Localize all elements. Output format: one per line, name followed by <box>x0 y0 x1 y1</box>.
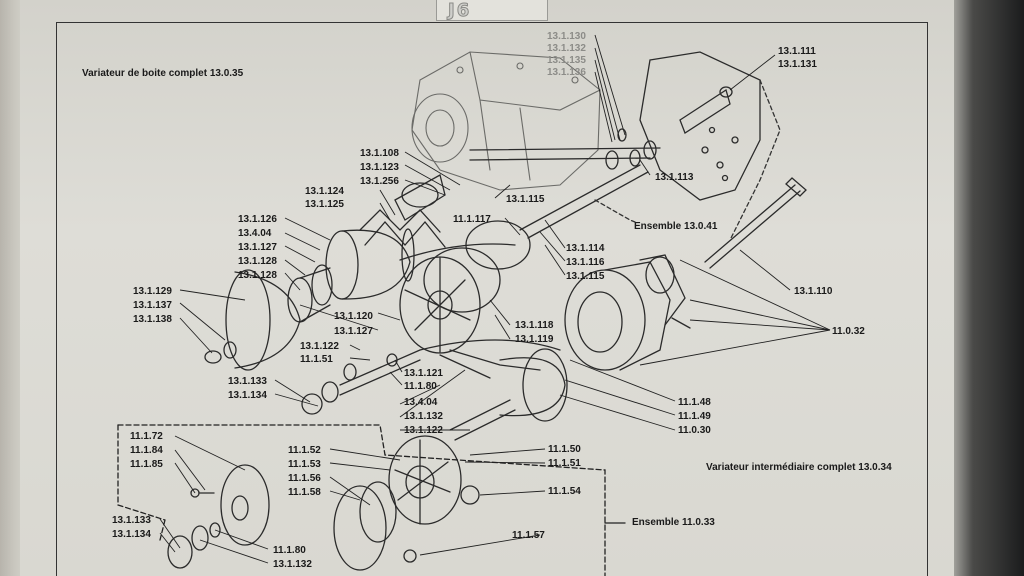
part-label: 11.1.84 <box>130 445 163 456</box>
title-ensemble-41: Ensemble 13.0.41 <box>634 221 718 232</box>
part-label: 13.1.110 <box>794 286 833 297</box>
title-variateur-intermediaire: Variateur intermédiaire complet 13.0.34 <box>706 462 892 473</box>
part-label: 13.1.126 <box>238 214 277 225</box>
part-label: 11.1.80 <box>273 545 306 556</box>
part-label: 13.1.133 <box>228 376 267 387</box>
part-label: 13.1.122 <box>300 341 339 352</box>
part-label: 11.1.50 <box>548 444 581 455</box>
part-label: 13.1.131 <box>778 59 817 70</box>
part-label: 13.1.128 <box>238 256 277 267</box>
small-parts <box>204 341 421 415</box>
part-label: 13.1.256 <box>360 176 399 187</box>
part-label: 13.1.135 <box>547 55 586 66</box>
diagram-frame <box>56 22 928 576</box>
part-label: 11.1.52 <box>288 445 321 456</box>
part-label: 13.1.134 <box>228 390 267 401</box>
part-label: 13.1.137 <box>133 300 172 311</box>
part-label: 13.1.123 <box>360 162 399 173</box>
part-label: 11.0.32 <box>832 326 865 337</box>
part-label: 11.1.56 <box>288 473 321 484</box>
brand-logo: J6 <box>447 0 472 22</box>
part-label: 13.1.115 <box>566 271 605 282</box>
right-housing <box>564 254 691 371</box>
part-label: 11.1.80 <box>404 381 437 392</box>
part-label: 13.1.132 <box>404 411 443 422</box>
part-label: 13.1.129 <box>133 286 172 297</box>
part-label: 13.1.130 <box>547 31 586 42</box>
part-label: 11.1.53 <box>288 459 321 470</box>
part-label: 13.4.04 <box>404 397 438 408</box>
center-pulleys <box>399 220 561 379</box>
part-label: 13.1.118 <box>515 320 554 331</box>
part-label: 13.1.136 <box>547 67 586 78</box>
part-label: 13.1.132 <box>547 43 586 54</box>
part-label: 13.1.121 <box>404 368 443 379</box>
part-label: 11.1.117 <box>453 214 491 225</box>
title-variateur-boite: Variateur de boite complet 13.0.35 <box>82 68 244 79</box>
part-label: 11.1.51 <box>300 354 333 365</box>
part-label: 13.4.04 <box>238 228 272 239</box>
lower-variator <box>167 348 568 571</box>
part-label: 13.1.128 <box>238 270 277 281</box>
part-label: 13.1.127 <box>238 242 277 253</box>
part-label: 11.1.48 <box>678 397 711 408</box>
part-label: 13.1.116 <box>566 257 605 268</box>
left-pulley <box>225 228 415 371</box>
part-label: 13.1.138 <box>133 314 172 325</box>
part-label: 13.1.115 <box>506 194 545 205</box>
part-label: 13.1.133 <box>112 515 151 526</box>
mounting-plate <box>639 51 761 201</box>
part-label: 13.1.113 <box>655 172 694 183</box>
part-label: 11.1.58 <box>288 487 321 498</box>
part-label: 11.1.57 <box>512 530 545 541</box>
part-label: 11.0.30 <box>678 425 711 436</box>
part-label: 13.1.119 <box>515 334 554 345</box>
part-label: 11.1.51 <box>548 458 581 469</box>
part-label: 13.1.114 <box>566 243 605 254</box>
paper-sheet <box>20 0 954 576</box>
part-label: 13.1.134 <box>112 529 151 540</box>
upper-shaft <box>469 128 661 239</box>
part-label: 11.1.72 <box>130 431 163 442</box>
part-label: 13.1.122 <box>404 425 443 436</box>
part-label: 13.1.111 <box>778 46 816 57</box>
part-label: 13.1.132 <box>273 559 312 570</box>
part-label: 13.1.125 <box>305 199 344 210</box>
logo-tab <box>436 0 548 21</box>
title-ensemble-33: Ensemble 11.0.33 <box>632 517 715 528</box>
part-label: 13.1.108 <box>360 148 399 159</box>
part-label: 11.1.85 <box>130 459 163 470</box>
part-label: 11.1.54 <box>548 486 581 497</box>
part-label: 13.1.124 <box>305 186 344 197</box>
part-label: 13.1.127 <box>334 326 373 337</box>
engine-block <box>411 51 601 191</box>
part-label: 13.1.120 <box>334 311 373 322</box>
part-label: 11.1.49 <box>678 411 711 422</box>
long-bolt <box>704 177 807 269</box>
